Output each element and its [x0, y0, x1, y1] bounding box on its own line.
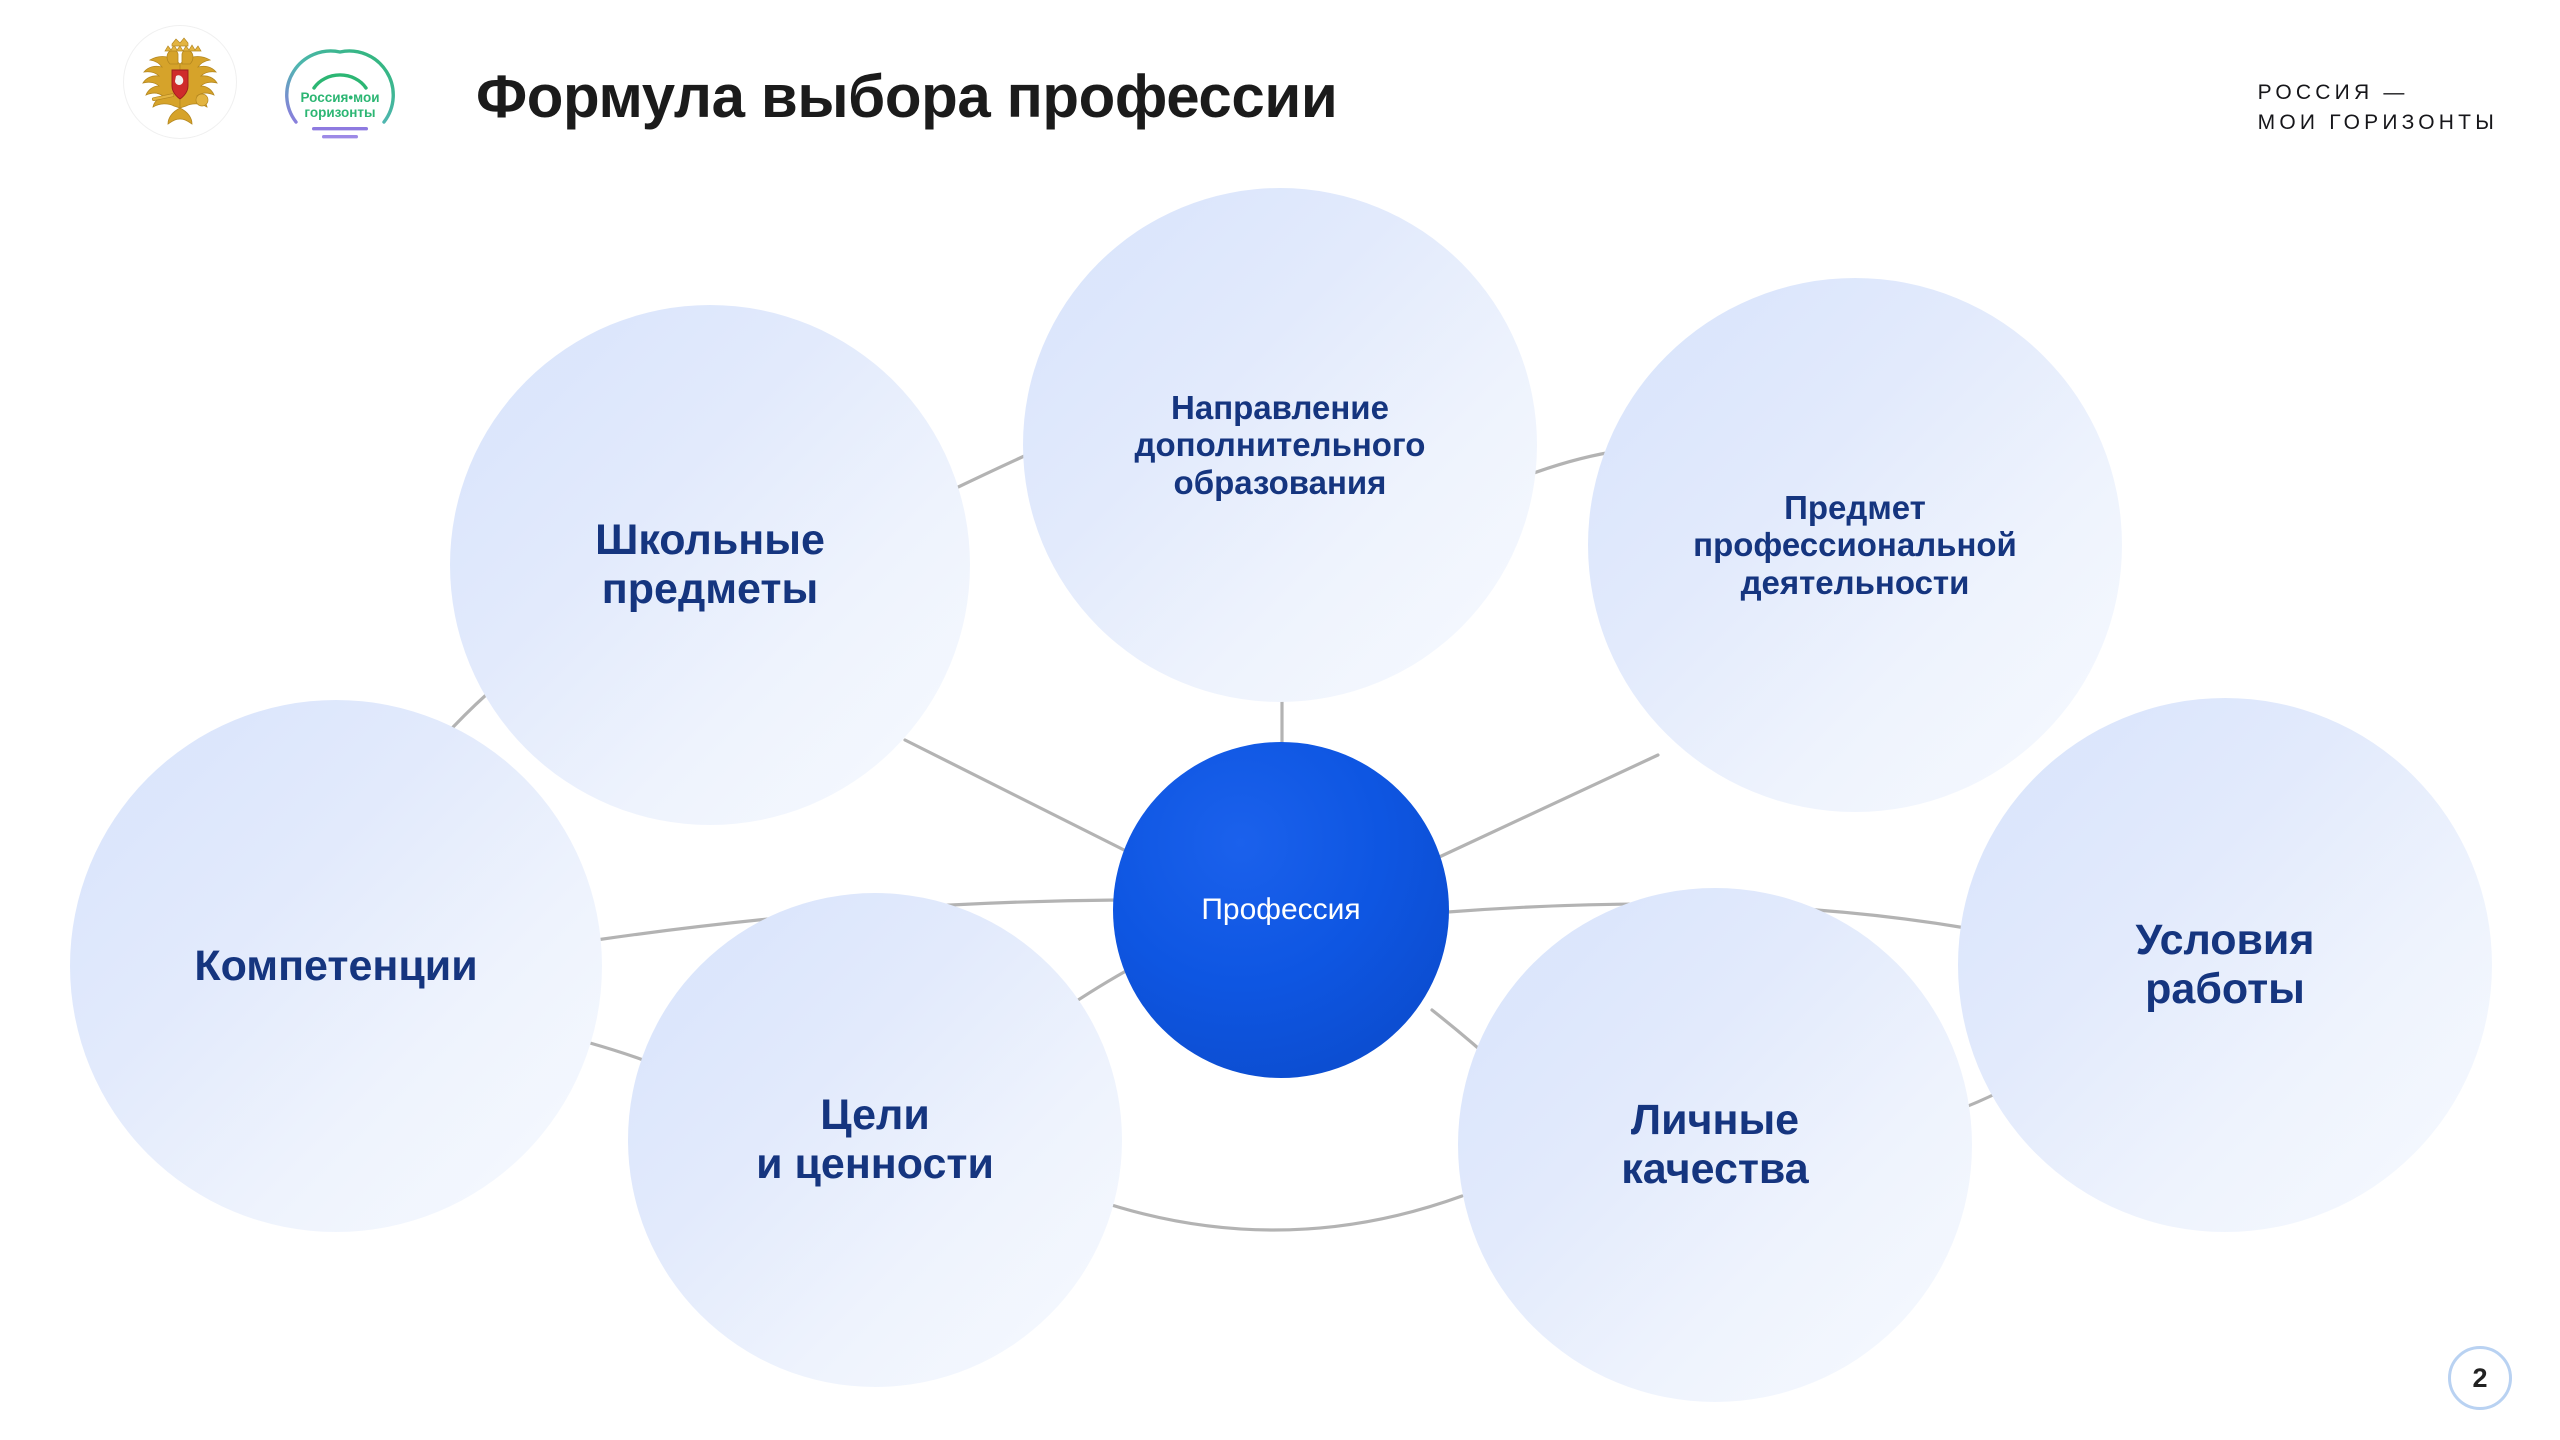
node-label: Предмет профессиональной деятельности [1693, 489, 2017, 601]
svg-text:Россия•мои: Россия•мои [300, 90, 379, 105]
diagram-node-profession-center[interactable]: Профессия [1113, 742, 1449, 1078]
diagram-node-professional-subject[interactable]: Предмет профессиональной деятельности [1588, 278, 2122, 812]
node-label: Условия работы [2135, 916, 2315, 1013]
brand-line-1: РОССИЯ — [2257, 81, 2409, 104]
diagram-node-working-conditions[interactable]: Условия работы [1958, 698, 2492, 1232]
page-number-badge: 2 [2448, 1346, 2512, 1410]
node-label: Компетенции [194, 941, 478, 990]
page-title: Формула выбора профессии [476, 63, 1338, 130]
node-label: Личные качества [1621, 1096, 1809, 1193]
brand-line-2: МОИ ГОРИЗОНТЫ [2257, 111, 2498, 134]
diagram-node-personal-qualities[interactable]: Личные качества [1458, 888, 1972, 1402]
diagram-node-competencies[interactable]: Компетенции [70, 700, 602, 1232]
diagram-node-goals-and-values[interactable]: Цели и ценности [628, 893, 1122, 1387]
node-label: Школьные предметы [595, 516, 825, 613]
node-label: Цели и ценности [756, 1091, 994, 1188]
node-label: Направление дополнительного образования [1134, 389, 1426, 501]
diagram-node-extra-education[interactable]: Направление дополнительного образования [1023, 188, 1537, 702]
russian-coat-of-arms-icon [124, 26, 236, 138]
brand-wordmark: РОССИЯ — МОИ ГОРИЗОНТЫ [2258, 78, 2498, 138]
svg-text:горизонты: горизонты [304, 105, 375, 120]
node-label: Профессия [1201, 893, 1361, 927]
rossiya-moi-gorizonty-logo-icon: Россия•мои горизонты [282, 30, 398, 142]
diagram-node-school-subjects[interactable]: Школьные предметы [450, 305, 970, 825]
slide-header: Россия•мои горизонты Формула выбора проф… [0, 0, 2560, 190]
